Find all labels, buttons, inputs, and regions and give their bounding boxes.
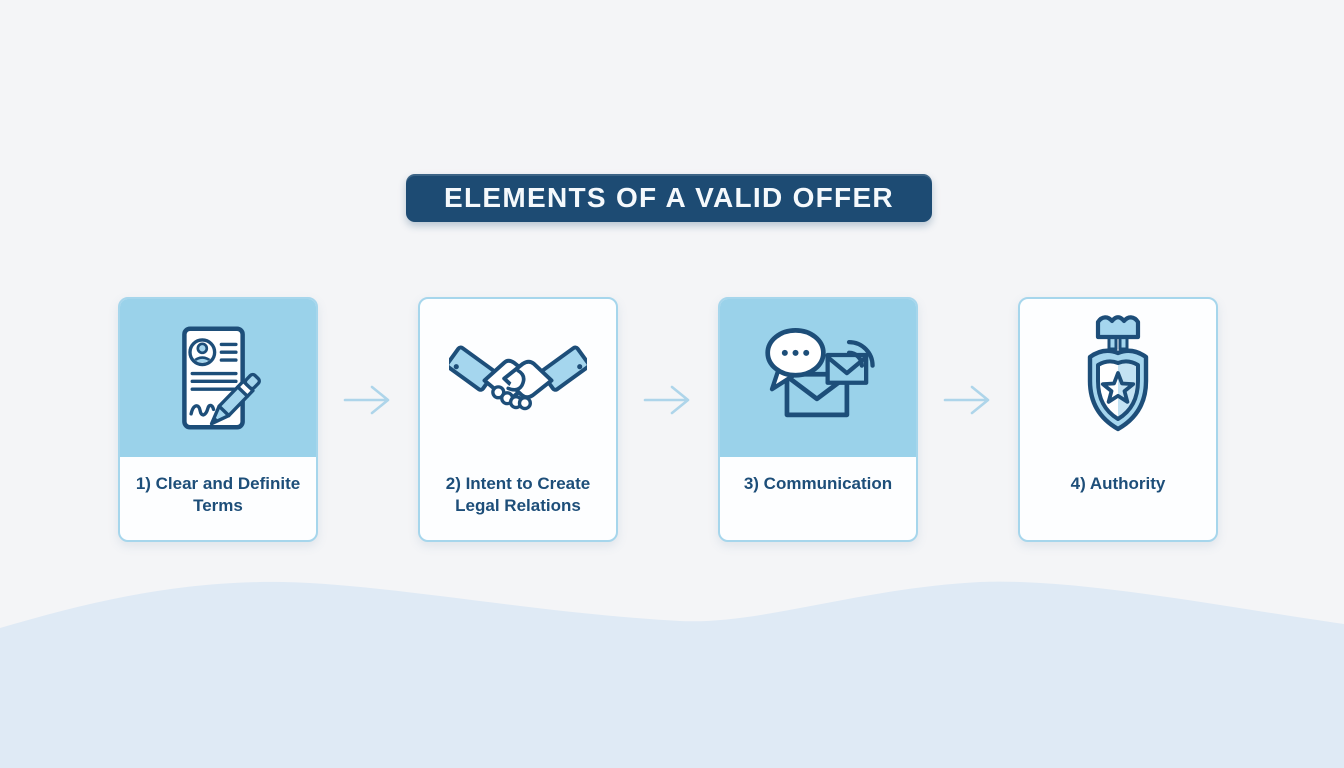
card-clear-definite-terms: 1) Clear and Definite Terms: [118, 297, 318, 542]
card-label: 4) Authority: [1070, 474, 1166, 493]
card-intent-legal-relations: 2) Intent to Create Legal Relations: [418, 297, 618, 542]
card-label-zone: 4) Authority: [1020, 457, 1216, 540]
speech-bubble-envelope-icon: [765, 327, 875, 417]
card-icon-zone: [720, 299, 916, 457]
card-label: 3) Communication: [743, 474, 893, 493]
flow-arrow-2: [618, 383, 718, 417]
card-authority: 4) Authority: [1018, 297, 1218, 542]
card-label-zone: 1) Clear and Definite Terms: [120, 457, 316, 540]
arrow-right-icon: [943, 385, 990, 415]
card-label: 1) Clear and Definite Terms: [135, 474, 301, 515]
flow-arrow-1: [318, 383, 418, 417]
handshake-icon: [449, 345, 587, 410]
card-label-zone: 3) Communication: [720, 457, 916, 540]
page-title: ELEMENTS OF A VALID OFFER: [444, 182, 894, 213]
arrow-right-icon: [643, 385, 690, 415]
card-communication: 3) Communication: [718, 297, 918, 542]
cards-row: 1) Clear and Definite Terms: [118, 297, 1218, 542]
shield-badge-icon: [1087, 315, 1149, 432]
card-icon-zone: [120, 299, 316, 457]
card-label: 2) Intent to Create Legal Relations: [445, 474, 591, 515]
background-wave: [0, 581, 1344, 768]
title-banner: ELEMENTS OF A VALID OFFER: [406, 174, 932, 222]
card-label-zone: 2) Intent to Create Legal Relations: [420, 457, 616, 540]
card-icon-zone: [1020, 299, 1216, 457]
flow-arrow-3: [918, 383, 1018, 417]
contract-document-icon: [182, 326, 261, 430]
arrow-right-icon: [343, 385, 390, 415]
card-icon-zone: [420, 299, 616, 457]
